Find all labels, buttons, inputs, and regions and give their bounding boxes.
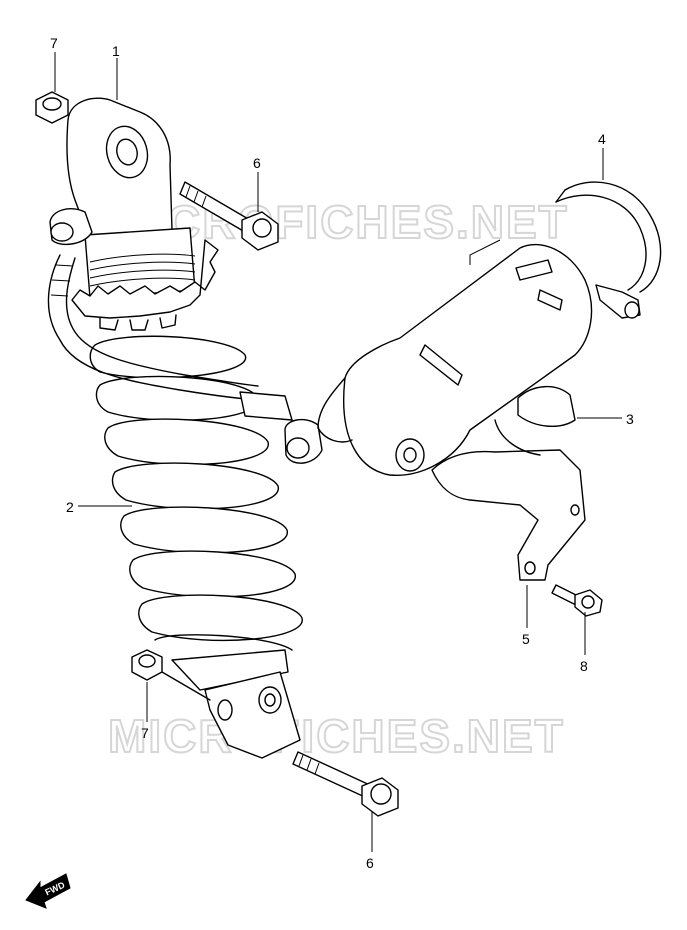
- callout-6-top: 6: [253, 155, 261, 171]
- callout-7-bottom: 7: [141, 725, 149, 741]
- leader-lines: [54, 52, 622, 852]
- callout-7-top: 7: [50, 35, 58, 51]
- reservoir: [317, 239, 593, 477]
- nut-bottom: [131, 649, 163, 681]
- callout-1: 1: [112, 43, 120, 59]
- callout-4: 4: [598, 131, 606, 147]
- bracket-pad: [517, 386, 576, 428]
- spring: [89, 335, 303, 651]
- callout-5: 5: [522, 631, 530, 647]
- callout-6-bottom: 6: [366, 855, 374, 871]
- bolt-top: [179, 181, 279, 251]
- bolt-bracket: [551, 584, 603, 617]
- shock-absorber: [47, 97, 323, 759]
- nut-top: [35, 91, 69, 124]
- fwd-arrow-icon: FWD: [25, 873, 71, 909]
- callout-8: 8: [580, 658, 588, 674]
- clamp-band: [555, 181, 662, 319]
- watermark-bottom: MICROFICHES.NET: [108, 710, 565, 762]
- reservoir-bracket: [431, 419, 586, 581]
- callout-2: 2: [66, 499, 74, 515]
- callout-3: 3: [626, 411, 634, 427]
- bolt-bottom: [292, 751, 399, 817]
